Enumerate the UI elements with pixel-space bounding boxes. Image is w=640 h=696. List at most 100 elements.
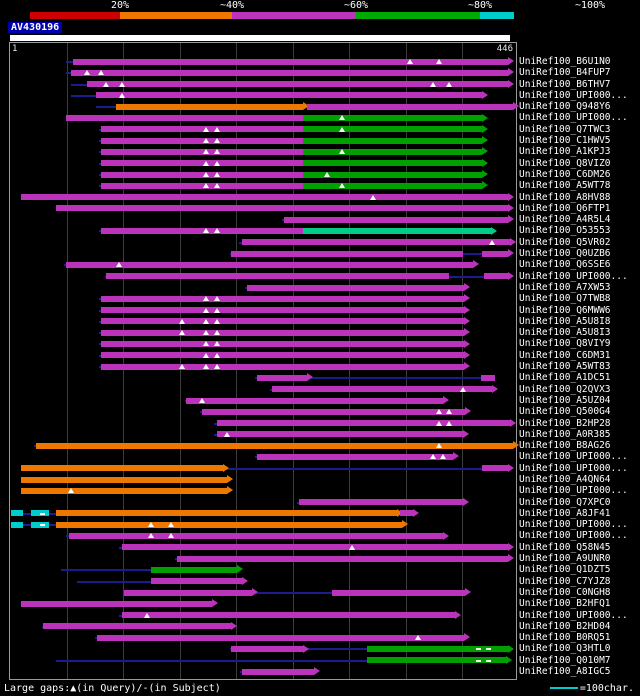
hit-label[interactable]: UniRef100_UPI000... [519, 112, 628, 124]
hit-label[interactable]: UniRef100_A0R385 [519, 428, 611, 440]
hit-label[interactable]: UniRef100_A5U8I8 [519, 315, 611, 327]
alignment-bar[interactable] [124, 589, 252, 596]
hit-label[interactable]: UniRef100_Q7XPC0 [519, 496, 611, 508]
alignment-row[interactable] [11, 598, 515, 609]
alignment-row[interactable] [11, 406, 515, 417]
hit-label[interactable]: UniRef100_A4QN64 [519, 473, 611, 485]
alignment-bar[interactable] [231, 250, 463, 257]
alignment-row[interactable] [11, 225, 515, 236]
alignment-row[interactable] [11, 610, 515, 621]
alignment-row[interactable] [11, 124, 515, 135]
alignment-row[interactable] [11, 643, 515, 654]
hit-label[interactable]: UniRef100_A5UZ04 [519, 394, 611, 406]
hit-label[interactable]: UniRef100_UPI000... [519, 89, 628, 101]
alignment-row[interactable] [11, 530, 515, 541]
hit-label[interactable]: UniRef100_Q6FTP1 [519, 202, 611, 214]
alignment-row[interactable] [11, 576, 515, 587]
alignment-row[interactable] [11, 282, 515, 293]
alignment-bar[interactable] [21, 465, 224, 472]
alignment-row[interactable] [11, 587, 515, 598]
hit-label[interactable]: UniRef100_B6U1N0 [519, 56, 611, 67]
alignment-row[interactable] [11, 169, 515, 180]
hit-label[interactable]: UniRef100_B2HP28 [519, 417, 611, 429]
alignment-row[interactable] [11, 203, 515, 214]
alignment-bar[interactable] [101, 126, 303, 133]
alignment-row[interactable] [11, 474, 515, 485]
hit-label[interactable]: UniRef100_Q7TWC3 [519, 123, 611, 135]
hit-label[interactable]: UniRef100_Q010M7 [519, 654, 611, 666]
hit-label[interactable]: UniRef100_A4R5L4 [519, 214, 611, 226]
hit-label[interactable]: UniRef100_A8IGC5 [519, 666, 611, 678]
alignment-row[interactable] [11, 214, 515, 225]
hit-label[interactable]: UniRef100_C0NGH8 [519, 586, 611, 598]
hit-label[interactable]: UniRef100_A9UNR0 [519, 553, 611, 565]
hit-label[interactable]: UniRef100_B8AG26 [519, 440, 611, 452]
hit-label[interactable]: UniRef100_UPI000... [519, 609, 628, 621]
alignment-bar[interactable] [241, 668, 314, 675]
hit-label[interactable]: UniRef100_Q500G4 [519, 406, 611, 418]
hit-label[interactable]: UniRef100_B2HD04 [519, 620, 611, 632]
alignment-row[interactable] [11, 327, 515, 338]
alignment-bar[interactable] [11, 521, 24, 528]
alignment-bar[interactable] [216, 431, 463, 438]
alignment-row[interactable] [11, 655, 515, 666]
alignment-row[interactable] [11, 384, 515, 395]
alignment-row[interactable] [11, 67, 515, 78]
alignment-row[interactable] [11, 621, 515, 632]
alignment-bar[interactable] [302, 137, 483, 144]
alignment-bar[interactable] [11, 510, 24, 517]
alignment-bar[interactable] [21, 476, 227, 483]
hit-label[interactable]: UniRef100_C1HWV5 [519, 135, 611, 147]
alignment-row[interactable] [11, 293, 515, 304]
alignment-row[interactable] [11, 101, 519, 112]
alignment-bar[interactable] [101, 171, 303, 178]
hit-label[interactable]: UniRef100_B0RQ51 [519, 632, 611, 644]
hit-label[interactable]: UniRef100_UPI000... [519, 530, 628, 542]
alignment-row[interactable] [11, 666, 515, 677]
alignment-bar[interactable] [101, 137, 303, 144]
alignment-row[interactable] [11, 463, 515, 474]
hit-label[interactable]: UniRef100_A1DC51 [519, 372, 611, 384]
alignment-row[interactable] [11, 192, 515, 203]
alignment-bar[interactable] [302, 148, 483, 155]
hit-label[interactable]: UniRef100_Q6MWW6 [519, 304, 611, 316]
alignment-row[interactable] [11, 632, 515, 643]
hit-label[interactable]: UniRef100_UPI000... [519, 462, 628, 474]
alignment-bar[interactable] [21, 194, 509, 201]
alignment-row[interactable] [11, 372, 515, 383]
hit-label[interactable]: UniRef100_A8HV88 [519, 191, 611, 203]
hit-label[interactable]: UniRef100_A5WT78 [519, 180, 611, 192]
alignment-bar[interactable] [56, 205, 509, 212]
alignment-bar[interactable] [101, 329, 465, 336]
hit-label[interactable]: UniRef100_Q3HTL0 [519, 643, 611, 655]
alignment-row[interactable] [11, 440, 519, 451]
hit-label[interactable]: UniRef100_C6DM31 [519, 349, 611, 361]
alignment-bar[interactable] [101, 228, 303, 235]
alignment-bar[interactable] [101, 148, 303, 155]
hit-label[interactable]: UniRef100_Q58N45 [519, 541, 611, 553]
alignment-bar[interactable] [247, 284, 465, 291]
hit-label[interactable]: UniRef100_B6THV7 [519, 78, 611, 90]
alignment-bar[interactable] [186, 397, 443, 404]
alignment-row[interactable] [11, 237, 517, 248]
alignment-bar[interactable] [21, 600, 213, 607]
alignment-bar[interactable] [307, 103, 513, 110]
alignment-row[interactable] [11, 146, 515, 157]
alignment-bar[interactable] [481, 374, 495, 381]
alignment-bar[interactable] [151, 566, 237, 573]
alignment-bar[interactable] [101, 182, 303, 189]
alignment-bar[interactable] [101, 352, 465, 359]
hit-label[interactable]: UniRef100_Q5VR02 [519, 236, 611, 248]
alignment-bar[interactable] [56, 510, 398, 517]
alignment-row[interactable] [11, 553, 515, 564]
hit-label[interactable]: UniRef100_O53553 [519, 225, 611, 237]
alignment-row[interactable] [11, 485, 515, 496]
alignment-bar[interactable] [101, 318, 465, 325]
hit-label[interactable]: UniRef100_B2HFQ1 [519, 598, 611, 610]
alignment-bar[interactable] [70, 69, 509, 76]
hit-label[interactable]: UniRef100_A5U8I3 [519, 327, 611, 339]
alignment-bar[interactable] [66, 115, 303, 122]
alignment-row[interactable] [11, 135, 515, 146]
hit-label[interactable]: UniRef100_B4FUP7 [519, 67, 611, 79]
alignment-bar[interactable] [35, 442, 513, 449]
